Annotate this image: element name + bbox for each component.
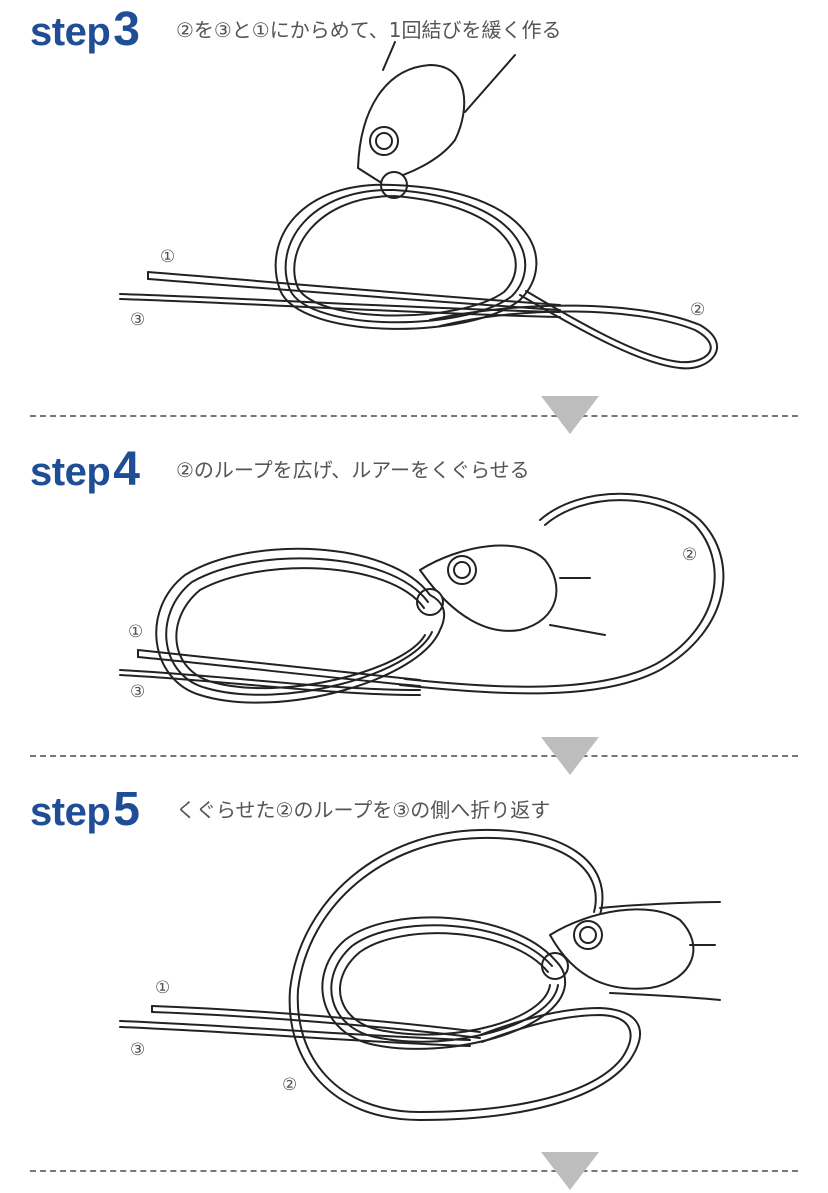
step5-line-strands	[119, 1005, 481, 1047]
step5-label-two: ②	[282, 1075, 298, 1095]
step5-number: 5	[113, 783, 140, 836]
step3-word: step	[30, 10, 111, 54]
step4-lure-body	[416, 544, 606, 636]
step3-number: 3	[113, 3, 140, 56]
step5-description: くぐらせた②のループを③の側へ折り返す	[175, 798, 551, 822]
step5-divider	[30, 1170, 798, 1172]
step4-divider	[30, 755, 798, 757]
step5-word: step	[30, 790, 111, 834]
step5-illustration	[119, 828, 721, 1121]
step4-label-one: ①	[128, 622, 144, 642]
step3-loop	[274, 183, 538, 330]
step4-illustration	[119, 492, 725, 704]
step4-line-strands	[119, 649, 421, 696]
step3-divider	[30, 415, 798, 417]
step4-description: ②のループを広げ、ルアーをくぐらせる	[175, 458, 530, 482]
step4-number: 4	[113, 443, 140, 496]
step3-heading: step 3 ②を③と①にからめて、1回結びを緩く作る	[30, 2, 561, 57]
step4-word: step	[30, 450, 111, 494]
step4-down-arrow-icon	[541, 737, 599, 775]
step3-down-arrow-icon	[541, 396, 599, 434]
step5-loop	[321, 916, 567, 1050]
step5-label-three: ③	[130, 1040, 146, 1060]
step5-label-one: ①	[155, 978, 171, 998]
step4-loop	[155, 547, 446, 704]
step5-down-arrow-icon	[541, 1152, 599, 1190]
step4-label-two: ②	[682, 545, 698, 565]
step3-description: ②を③と①にからめて、1回結びを緩く作る	[175, 18, 562, 42]
step3-label-two: ②	[690, 300, 706, 320]
step3-loop-two	[429, 290, 719, 370]
step3-illustration	[119, 41, 719, 370]
step4-heading: step 4 ②のループを広げ、ルアーをくぐらせる	[30, 442, 530, 497]
step5-lure-body	[541, 901, 721, 1001]
step4-loop-two	[399, 492, 725, 695]
step3-label-three: ③	[130, 310, 146, 330]
step5-heading: step 5 くぐらせた②のループを③の側へ折り返す	[30, 782, 550, 837]
step4-label-three: ③	[130, 682, 146, 702]
step3-label-one: ①	[160, 247, 176, 267]
step5-loop-two	[288, 828, 641, 1121]
step3-lure-body	[357, 41, 516, 199]
